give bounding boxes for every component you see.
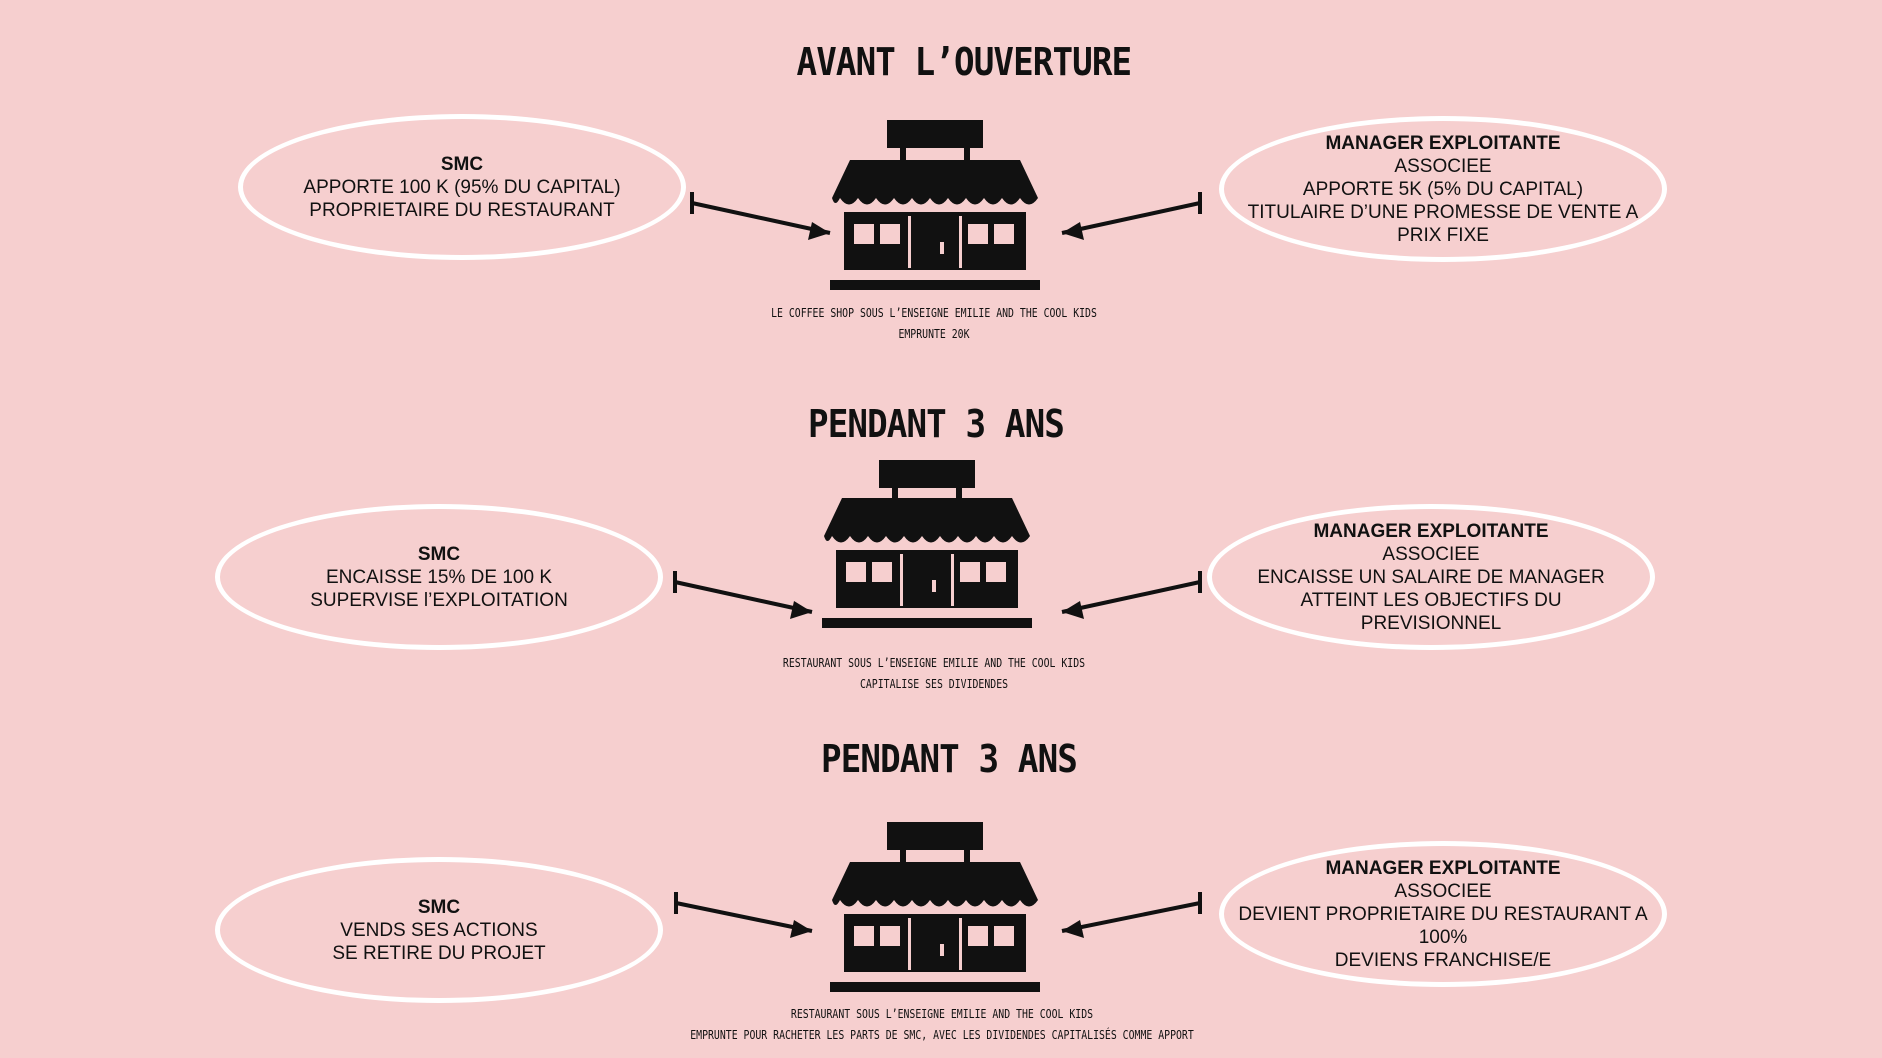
oval-line: ASSOCIEE (1394, 155, 1492, 177)
oval-line: 100% (1418, 926, 1468, 948)
oval-line: PREVISIONNEL (1360, 612, 1502, 634)
manager-oval-3: MANAGER EXPLOITANTE ASSOCIEE DEVIENT PRO… (1219, 841, 1667, 987)
oval-line: VENDS SES ACTIONS (340, 919, 538, 941)
manager-oval-2: MANAGER EXPLOITANTE ASSOCIEE ENCAISSE UN… (1207, 504, 1655, 650)
oval-line: DEVIENT PROPRIETAIRE DU RESTAURANT A (1238, 903, 1648, 925)
oval-line: SE RETIRE DU PROJET (332, 942, 546, 964)
oval-line: SUPERVISE l’EXPLOITATION (310, 589, 568, 611)
oval-line: ENCAISSE 15% DE 100 K (326, 566, 552, 588)
storefront-icon (830, 120, 1040, 290)
caption-line: RESTAURANT SOUS L’ENSEIGNE EMILIE AND TH… (790, 1007, 1094, 1021)
oval-line: APPORTE 100 K (95% DU CAPITAL) (303, 176, 621, 198)
smc-oval-3: SMC VENDS SES ACTIONS SE RETIRE DU PROJE… (215, 857, 663, 1003)
caption-line: RESTAURANT SOUS L’ENSEIGNE EMILIE AND TH… (782, 656, 1086, 670)
oval-heading: SMC (417, 896, 461, 918)
caption-3: RESTAURANT SOUS L’ENSEIGNE EMILIE AND TH… (655, 1004, 1229, 1046)
oval-line: ASSOCIEE (1382, 543, 1480, 565)
smc-oval-1: SMC APPORTE 100 K (95% DU CAPITAL) PROPR… (238, 114, 686, 260)
caption-line: CAPITALISE SES DIVIDENDES (859, 677, 1009, 691)
oval-line: ENCAISSE UN SALAIRE DE MANAGER (1257, 566, 1605, 588)
oval-heading: SMC (440, 153, 484, 175)
oval-line: PROPRIETAIRE DU RESTAURANT (309, 199, 615, 221)
manager-oval-1: MANAGER EXPLOITANTE ASSOCIEE APPORTE 5K … (1219, 116, 1667, 262)
arrow-icon (673, 571, 813, 619)
caption-line: LE COFFEE SHOP SOUS L’ENSEIGNE EMILIE AN… (771, 306, 1097, 320)
arrow-icon (674, 892, 813, 938)
caption-line: EMPRUNTE POUR RACHETER LES PARTS DE SMC,… (690, 1028, 1194, 1042)
caption-1: LE COFFEE SHOP SOUS L’ENSEIGNE EMILIE AN… (688, 303, 1180, 345)
arrow-icon (1061, 192, 1202, 240)
caption-line: EMPRUNTE 20K (898, 327, 970, 341)
oval-line: ASSOCIEE (1394, 880, 1492, 902)
oval-heading: MANAGER EXPLOITANTE (1325, 132, 1561, 154)
arrow-icon (690, 192, 831, 240)
arrow-icon (1061, 892, 1202, 938)
caption-2: RESTAURANT SOUS L’ENSEIGNE EMILIE AND TH… (688, 653, 1180, 695)
storefront-icon (830, 822, 1040, 992)
storefront-icon (822, 460, 1032, 628)
oval-line: APPORTE 5K (5% DU CAPITAL) (1302, 178, 1584, 200)
section-title-3: PENDANT 3 ANS (821, 737, 1078, 781)
oval-heading: MANAGER EXPLOITANTE (1325, 857, 1561, 879)
oval-line: DEVIENS FRANCHISE/E (1334, 949, 1552, 971)
oval-line: PRIX FIXE (1397, 224, 1489, 246)
oval-line: ATTEINT LES OBJECTIFS DU (1300, 589, 1562, 611)
oval-heading: SMC (417, 543, 461, 565)
oval-heading: MANAGER EXPLOITANTE (1313, 520, 1549, 542)
smc-oval-2: SMC ENCAISSE 15% DE 100 K SUPERVISE l’EX… (215, 504, 663, 650)
arrow-icon (1061, 571, 1202, 619)
section-title-2: PENDANT 3 ANS (808, 402, 1065, 446)
oval-line: TITULAIRE D’UNE PROMESSE DE VENTE A (1247, 201, 1639, 223)
